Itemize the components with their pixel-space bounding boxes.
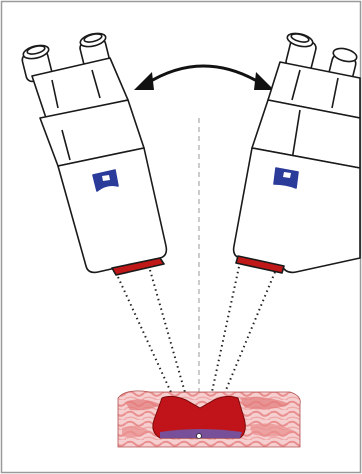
tissue-block-icon bbox=[118, 391, 300, 447]
